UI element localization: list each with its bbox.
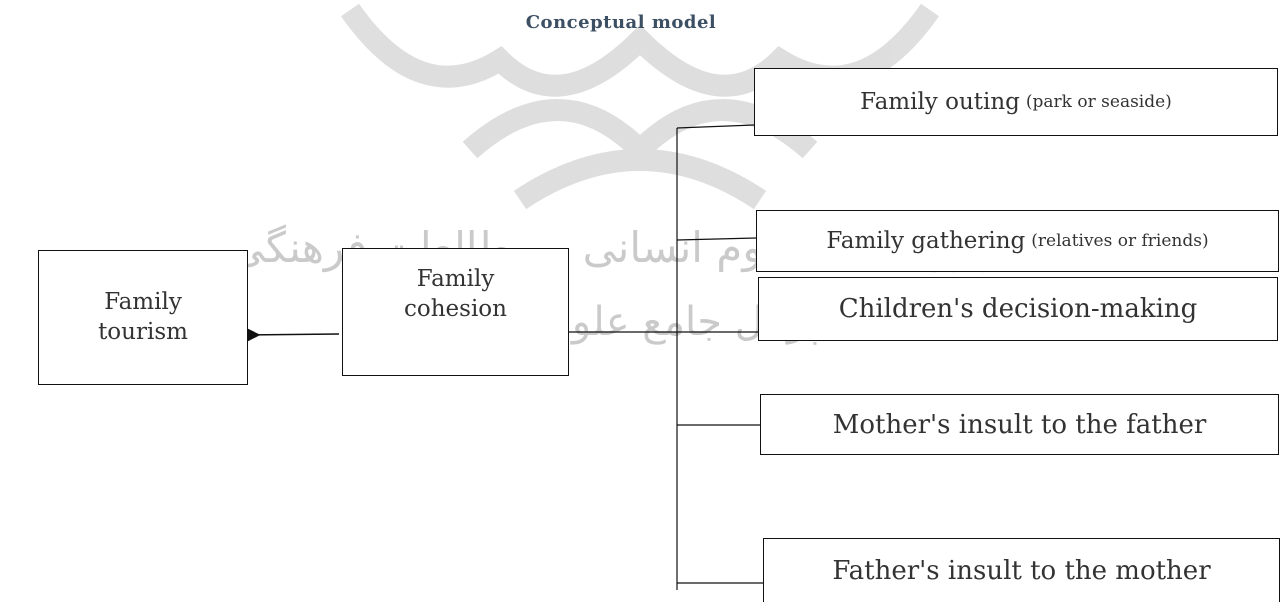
node-childrens-decision-making: Children's decision-making: [758, 277, 1278, 341]
node-family-outing-main: Family outing: [860, 89, 1020, 115]
node-fathers-insult-to-mother: Father's insult to the mother: [763, 538, 1280, 602]
node-family-cohesion-line2: cohesion: [404, 295, 507, 322]
node-mothers-insult-to-father: Mother's insult to the father: [760, 394, 1279, 455]
node-fathers-insult-label: Father's insult to the mother: [832, 555, 1211, 586]
diagram-title: Conceptual model: [525, 12, 717, 33]
node-family-tourism-line2: tourism: [98, 318, 188, 345]
cohesion-to-tourism-arrow: [245, 327, 340, 343]
node-childrens-decision-making-label: Children's decision-making: [838, 294, 1198, 324]
branch-family-gathering: [676, 237, 757, 241]
node-mothers-insult-label: Mother's insult to the father: [832, 409, 1207, 440]
node-family-tourism-line1: Family: [104, 288, 182, 315]
node-family-gathering-detail: (relatives or friends): [1031, 231, 1209, 251]
node-family-cohesion: Family cohesion: [342, 248, 569, 376]
node-family-gathering-main: Family gathering: [826, 228, 1026, 254]
node-family-cohesion-line1: Family: [416, 266, 495, 292]
node-family-outing-detail: (park or seaside): [1025, 92, 1172, 112]
node-family-tourism: Family tourism: [38, 250, 248, 385]
node-family-gathering: Family gathering (relatives or friends): [756, 210, 1279, 272]
branch-family-outing: [676, 124, 755, 129]
node-family-outing: Family outing (park or seaside): [754, 68, 1278, 136]
